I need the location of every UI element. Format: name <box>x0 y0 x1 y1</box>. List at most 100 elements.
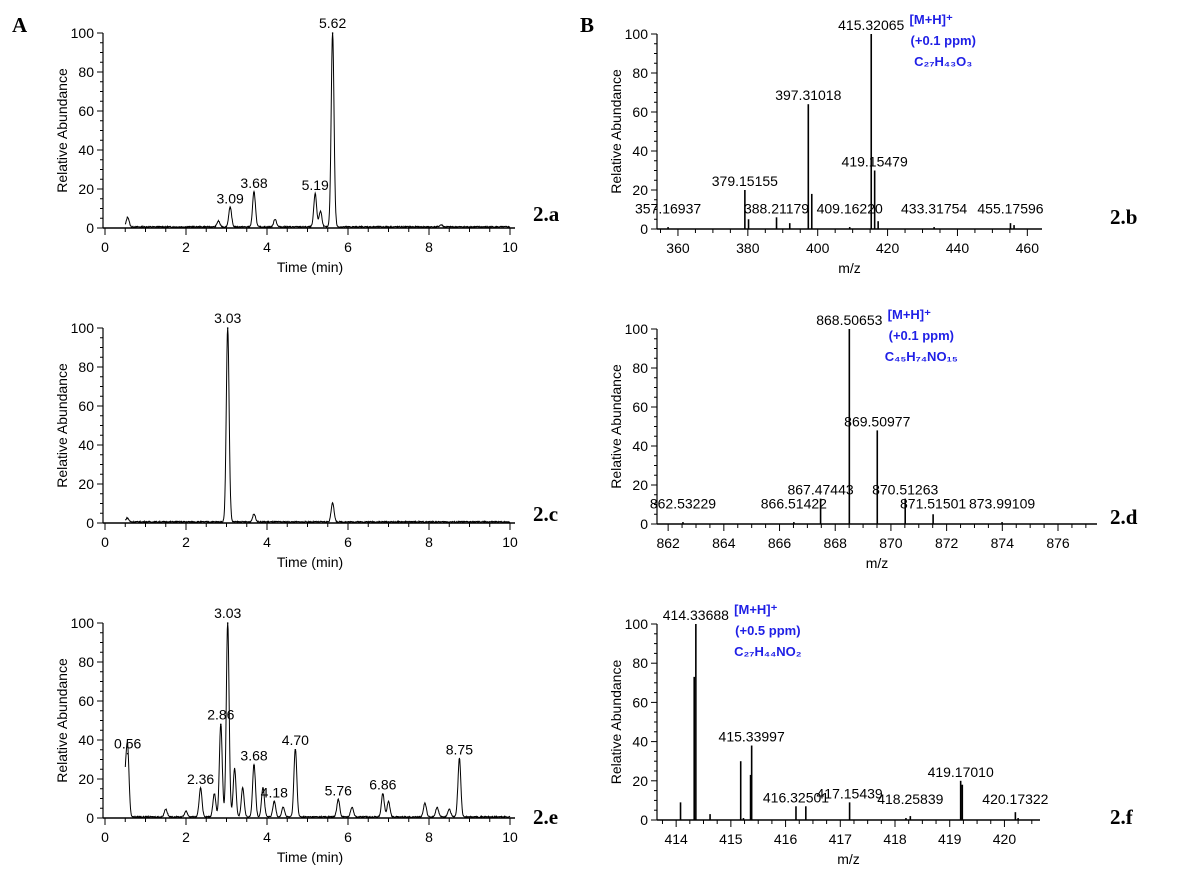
panel-label: 2.c <box>533 502 558 526</box>
y-tick-label: 40 <box>78 437 94 453</box>
y-tick-label: 60 <box>632 399 648 415</box>
y-tick-label: 80 <box>632 360 648 376</box>
peak-label: 871.51501 <box>900 495 966 511</box>
peak-label: 3.03 <box>214 310 241 326</box>
peak-label: 867.47443 <box>787 482 853 498</box>
y-tick-label: 40 <box>632 438 648 454</box>
y-tick-label: 80 <box>632 65 648 81</box>
panel-label: 2.f <box>1110 805 1134 829</box>
peak-label: 455.17596 <box>977 200 1043 216</box>
x-tick-label: 10 <box>502 829 518 845</box>
peak-label: 357.16937 <box>635 200 701 216</box>
panel-label: 2.a <box>533 202 560 226</box>
annotation-ppm: (+0.1 ppm) <box>889 328 954 343</box>
peak-label: 415.33997 <box>719 729 785 745</box>
figure-label-b: B <box>580 13 594 37</box>
peak-label: 4.70 <box>282 732 309 748</box>
y-axis-title: Relative Abundance <box>608 660 624 785</box>
annotation-ion: [M+H]⁺ <box>910 12 953 27</box>
y-tick-label: 60 <box>78 398 94 414</box>
peak-label: 415.32065 <box>838 17 904 33</box>
x-tick-label: 400 <box>806 240 830 256</box>
x-tick-label: 0 <box>101 829 109 845</box>
x-tick-label: 6 <box>344 534 352 550</box>
peak-apex-point <box>273 801 276 804</box>
x-axis-title: Time (min) <box>277 554 343 570</box>
y-tick-label: 0 <box>86 810 94 826</box>
x-tick-label: 0 <box>101 239 109 255</box>
peak-label: 433.31754 <box>901 200 967 216</box>
x-tick-label: 420 <box>876 240 900 256</box>
annotation-formula: C₂₇H₄₃O₃ <box>914 54 972 69</box>
x-tick-label: 360 <box>666 240 690 256</box>
x-tick-label: 8 <box>425 239 433 255</box>
x-tick-label: 10 <box>502 239 518 255</box>
y-tick-label: 40 <box>632 143 648 159</box>
x-tick-label: 0 <box>101 534 109 550</box>
peak-apex-point <box>126 752 129 755</box>
panel-label: 2.b <box>1110 205 1137 229</box>
x-tick-label: 862 <box>656 535 680 551</box>
y-tick-label: 40 <box>78 142 94 158</box>
y-axis-title: Relative Abundance <box>54 363 70 488</box>
panel-label: 2.e <box>533 805 558 829</box>
peak-label: 866.51422 <box>761 495 827 511</box>
y-tick-label: 40 <box>632 734 648 750</box>
x-tick-label: 6 <box>344 829 352 845</box>
peak-apex-point <box>337 799 340 802</box>
x-tick-label: 419 <box>938 831 962 847</box>
peak-label: 3.68 <box>240 747 267 763</box>
x-tick-label: 2 <box>182 534 190 550</box>
peak-label: 409.16220 <box>817 200 883 216</box>
peak-label: 414.33688 <box>663 607 729 623</box>
peak-label: 5.19 <box>302 177 329 193</box>
x-tick-label: 420 <box>993 831 1017 847</box>
y-tick-label: 60 <box>632 104 648 120</box>
y-tick-label: 0 <box>640 221 648 237</box>
y-tick-label: 80 <box>78 654 94 670</box>
x-tick-label: 417 <box>829 831 853 847</box>
y-tick-label: 0 <box>640 812 648 828</box>
y-tick-label: 80 <box>78 64 94 80</box>
x-tick-label: 380 <box>736 240 760 256</box>
peak-label: 2.36 <box>187 771 214 787</box>
x-tick-label: 4 <box>263 239 271 255</box>
x-tick-label: 864 <box>712 535 736 551</box>
peak-label: 419.15479 <box>842 154 908 170</box>
y-tick-label: 100 <box>625 321 649 337</box>
x-axis-title: Time (min) <box>277 849 343 865</box>
peak-apex-point <box>331 32 334 34</box>
y-tick-label: 100 <box>625 26 649 42</box>
peak-label: 379.15155 <box>712 173 778 189</box>
x-tick-label: 876 <box>1046 535 1070 551</box>
peak-label: 397.31018 <box>775 87 841 103</box>
y-tick-label: 40 <box>78 732 94 748</box>
y-tick-label: 80 <box>78 359 94 375</box>
x-tick-label: 868 <box>824 535 848 551</box>
y-tick-label: 60 <box>78 693 94 709</box>
peak-apex-point <box>253 764 255 767</box>
x-tick-label: 4 <box>263 534 271 550</box>
x-tick-label: 418 <box>883 831 907 847</box>
peak-label: 5.62 <box>319 15 346 31</box>
y-tick-label: 20 <box>632 182 648 198</box>
x-tick-label: 6 <box>344 239 352 255</box>
peak-apex-point <box>226 327 229 329</box>
peak-label: 869.50977 <box>844 413 910 429</box>
y-tick-label: 60 <box>632 694 648 710</box>
y-tick-label: 0 <box>640 516 648 532</box>
peak-label: 873.99109 <box>969 495 1035 511</box>
y-axis-title: Relative Abundance <box>608 69 624 194</box>
peak-label: 2.86 <box>207 706 234 722</box>
figure-label-a: A <box>12 13 28 37</box>
x-tick-label: 4 <box>263 829 271 845</box>
annotation-formula: C₄₅H₇₄NO₁₅ <box>885 349 958 364</box>
annotation-ppm: (+0.1 ppm) <box>911 33 976 48</box>
chromatogram-trace <box>124 327 511 524</box>
peak-label: 862.53229 <box>650 495 716 511</box>
peak-label: 418.25839 <box>877 791 943 807</box>
